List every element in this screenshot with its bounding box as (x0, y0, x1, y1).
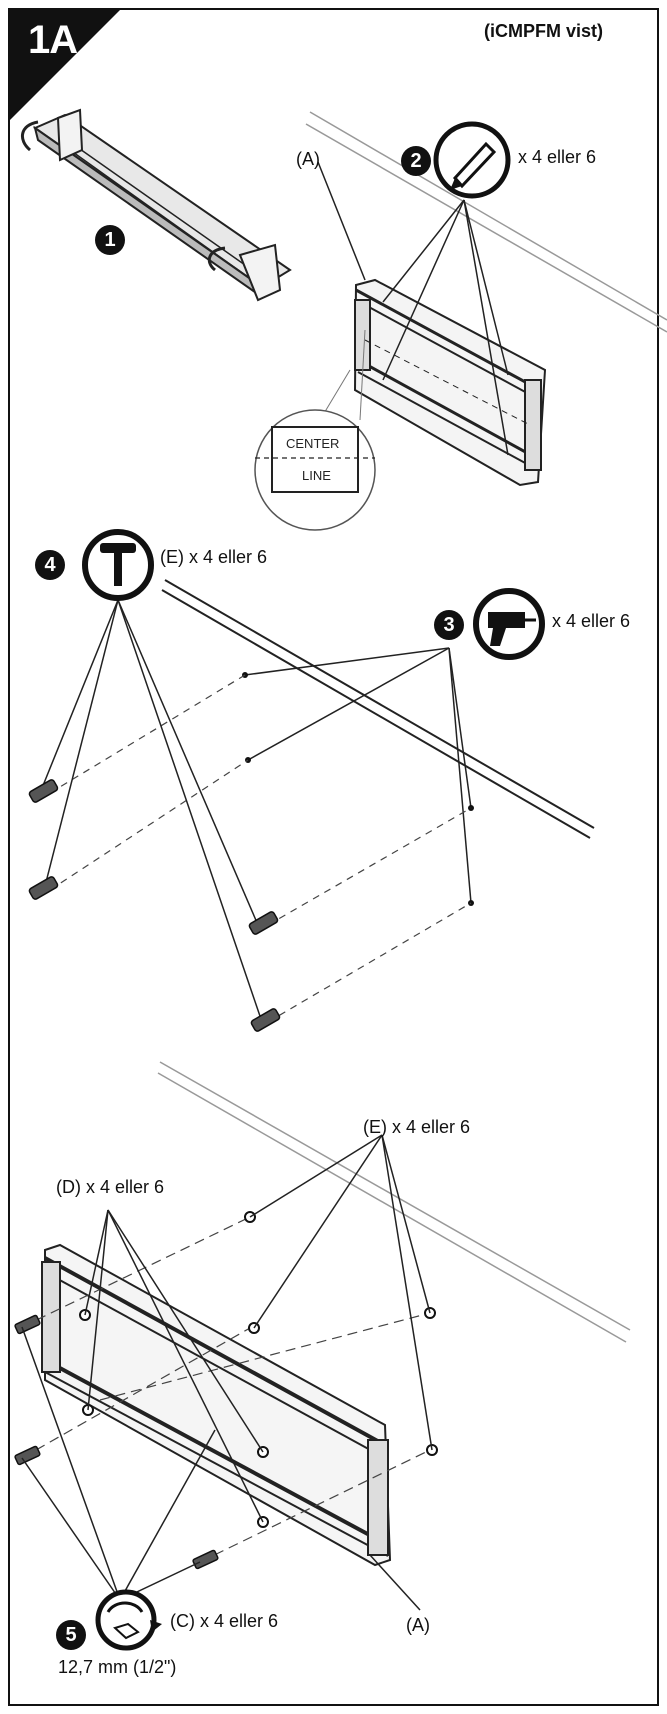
mounted-bracket-drawing (41, 1243, 392, 1567)
wall-edge-top (305, 111, 667, 333)
bolt-c-quantity: (C) x 4 eller 6 (170, 1611, 279, 1631)
wall-plate-bracket-drawing (21, 108, 292, 302)
step-tag-corner (8, 8, 122, 122)
socket-size-label: 12,7 mm (1/2") (58, 1657, 177, 1677)
bracket-on-wall-drawing (353, 278, 547, 487)
hammer-icon (82, 529, 154, 601)
washer-d-quantity: (D) x 4 eller 6 (56, 1177, 165, 1197)
step-3-quantity: x 4 eller 6 (552, 611, 631, 631)
anchor-dashed-paths (49, 674, 472, 1023)
step-2-quantity: x 4 eller 6 (518, 147, 597, 167)
step-tag: 1A (28, 18, 78, 62)
center-label: CENTER (286, 436, 340, 451)
drill-leader-lines (244, 647, 472, 904)
wall-edge-bottom (157, 1061, 631, 1343)
step5-leader-lines (21, 1134, 433, 1611)
center-line-detail (254, 329, 376, 531)
line-label: LINE (302, 468, 331, 483)
bolt-dashed-paths (21, 1216, 431, 1563)
anchor-e-quantity: (E) x 4 eller 6 (363, 1117, 471, 1137)
part-a-label-top: (A) (296, 149, 320, 169)
model-note: (iCMPFM vist) (484, 21, 603, 41)
socket-wrench-icon (95, 1589, 162, 1651)
wall-anchors (28, 779, 281, 1032)
step-4-quantity: (E) x 4 eller 6 (160, 547, 268, 567)
step-1-badge: 1 (95, 225, 125, 255)
pencil-leader-lines (317, 161, 509, 456)
drill-icon (473, 588, 545, 660)
step-4-badge: 4 (35, 550, 65, 580)
lag-bolts (14, 1314, 219, 1570)
wall-edge-middle (161, 579, 595, 839)
step-3-badge: 3 (434, 610, 464, 640)
step-5-badge: 5 (56, 1620, 86, 1650)
hammer-leader-lines (39, 599, 263, 1023)
part-a-label-bottom: (A) (406, 1615, 430, 1635)
step-2-badge: 2 (401, 146, 431, 176)
drill-holes (242, 672, 474, 906)
pencil-icon (433, 121, 511, 199)
